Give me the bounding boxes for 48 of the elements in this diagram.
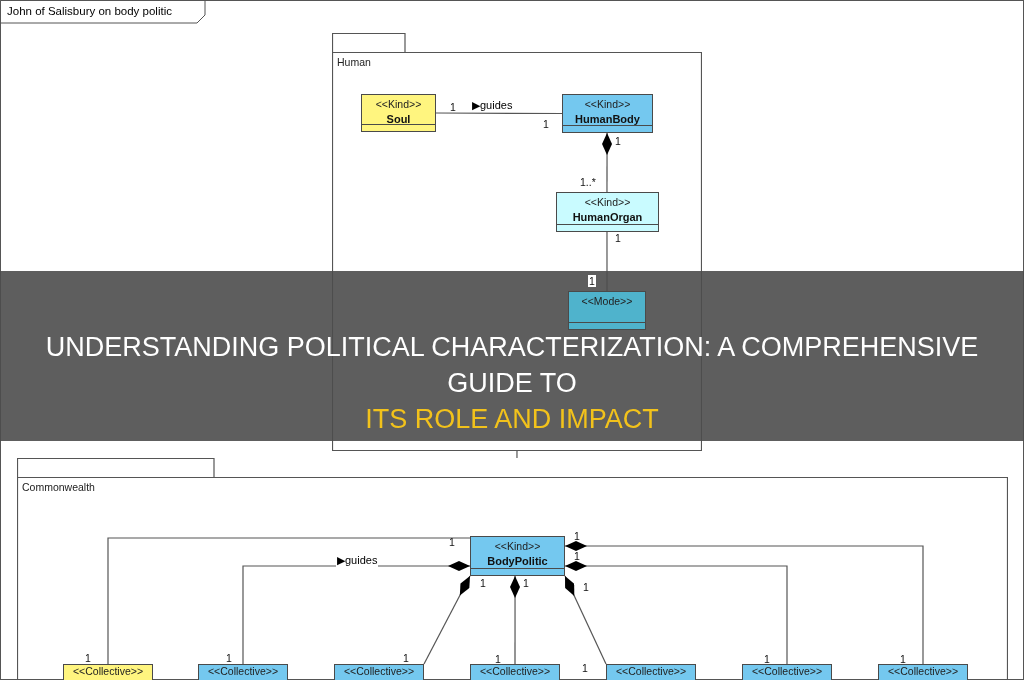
stereotype-label: <<Collective>> [71,665,144,677]
multiplicity-label: 1 [450,101,456,113]
class-name: HumanOrgan [571,210,644,225]
composition-line [423,575,471,665]
multiplicity-label: 1 [574,530,580,542]
class-box [556,192,659,232]
package [17,458,1008,680]
class-box [470,536,565,576]
stereotype-label: <<Kind>> [583,97,632,112]
class-name: Soul [385,112,412,127]
composition-line [564,561,788,665]
multiplicity-label: 1 [582,662,588,674]
package-label: Commonwealth [22,481,95,493]
composition-line [564,575,607,665]
stereotype-label: <<Collective>> [342,665,415,677]
class-box [568,291,646,330]
stereotype-label: <<Kind>> [583,195,632,210]
edge-label: ▶guides [336,554,379,567]
stereotype-label: <<Collective>> [614,665,687,677]
multiplicity-label: 1 [523,577,529,589]
multiplicity-label: 1 [583,581,589,593]
stereotype-label: <<Collective>> [750,665,823,677]
edge-label: ▶guides [471,99,514,112]
multiplicity-label: 1 [449,536,455,548]
association-line [516,450,518,459]
banner-heading: UNDERSTANDING POLITICAL CHARACTERIZATION: A COMPREHENSIVE GUIDE TO [44,331,980,400]
class-name: HumanBody [574,112,641,127]
stereotype-label: <<Kind>> [493,539,542,554]
banner-heading: ITS ROLE AND IMPACT [365,403,659,436]
stereotype-label: <<Collective>> [886,665,959,677]
multiplicity-label: 1 [543,118,549,130]
composition-line [510,575,521,665]
stereotype-label: <<Kind>> [374,97,423,112]
multiplicity-label: 1 [615,232,621,244]
package-label: Human [337,56,371,68]
composition-line [564,541,924,665]
class-box [361,94,436,132]
multiplicity-label: 1 [615,135,621,147]
frame-title: John of Salisbury on body politic [7,5,172,17]
stereotype-label: <<Collective>> [206,665,279,677]
composition-line [602,132,613,193]
stereotype-label: <<Mode>> [580,294,634,309]
association-line [107,537,471,665]
class-box [562,94,653,133]
association-line [435,112,563,115]
class-name: BodyPolitic [486,554,549,569]
stereotype-label: <<Collective>> [478,665,551,677]
multiplicity-label: 1 [574,550,580,562]
